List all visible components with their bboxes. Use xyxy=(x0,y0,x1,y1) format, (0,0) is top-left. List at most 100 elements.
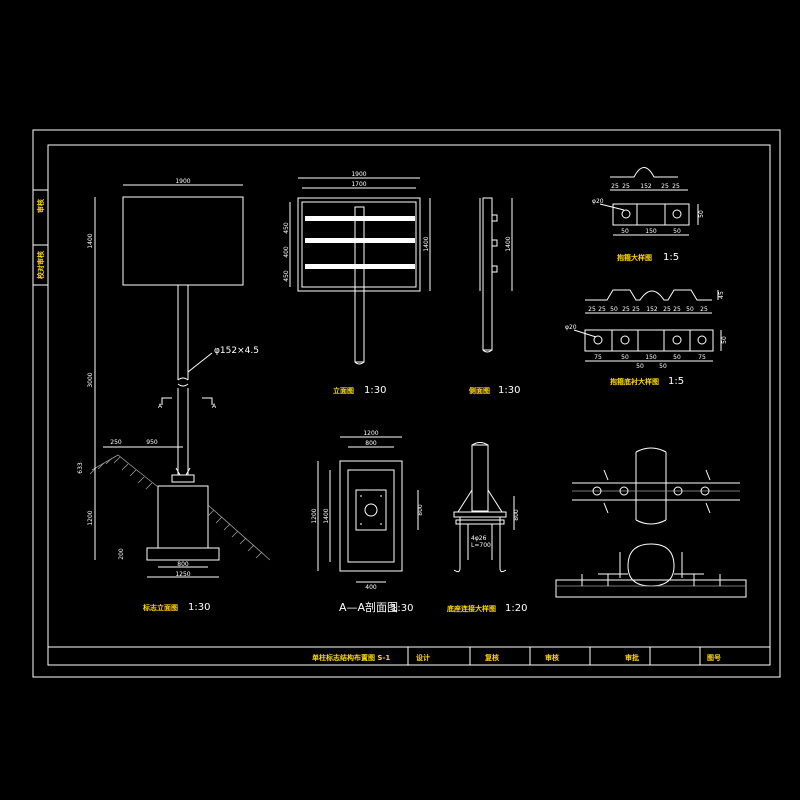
dim-len: L=700 xyxy=(471,542,491,549)
clamp2-dims-bottom: 75 50 50 150 50 50 75 xyxy=(594,354,706,370)
foundation xyxy=(157,485,209,549)
clamp1-scale: 1:5 xyxy=(663,252,679,263)
clamp2-title: 抱箍底衬大样图 xyxy=(610,377,659,386)
dim-side-h: 1400 xyxy=(505,236,512,251)
inner-frame xyxy=(47,144,771,666)
section-mark-right: A xyxy=(212,403,217,410)
side-post xyxy=(482,197,493,351)
view1-title: 标志立面图 xyxy=(142,603,178,612)
clamp1-dim-bot-0: 50 xyxy=(621,228,629,235)
dim-height: 1400 xyxy=(423,236,430,251)
clamp1-plate xyxy=(612,203,690,226)
clamp2-dim-bot-3: 150 xyxy=(645,354,657,361)
clamp2-dim-top-8: 50 xyxy=(686,306,694,313)
dim-detail-h: 800 xyxy=(513,509,520,521)
foundation-base xyxy=(146,547,220,561)
assembly-bolt-4 xyxy=(700,486,710,496)
clamp2-hole-2 xyxy=(620,335,630,345)
tb-cell-drawing-no: 图号 xyxy=(707,653,721,662)
dim-gap2: 400 xyxy=(283,246,290,258)
assembly-break-left xyxy=(603,469,609,514)
dim-bolt: 4φ26 xyxy=(471,535,487,542)
view5-scale: 1:20 xyxy=(505,603,527,614)
clamp2-dim-top-5: 152 xyxy=(646,306,658,313)
view2-scale: 1:30 xyxy=(364,385,386,396)
clamp1-hole-2 xyxy=(672,209,682,219)
section-mark-left: A xyxy=(158,403,163,410)
dim-offset2: 950 xyxy=(146,439,158,446)
clamp-section-bolts xyxy=(581,574,721,586)
rail-1 xyxy=(305,216,415,221)
base-plate-plan xyxy=(355,489,387,531)
clamp2-dim-bot-5: 50 xyxy=(673,354,681,361)
clamp2-dim-side: 50 xyxy=(721,336,728,344)
outer-frame xyxy=(32,129,781,678)
clamp2-dim-top-3: 25 xyxy=(622,306,630,313)
view5-title: 底座连接大样图 xyxy=(447,604,496,613)
clamp2-dim-top-6: 25 xyxy=(663,306,671,313)
clamp1-title: 抱箍大样图 xyxy=(617,253,652,262)
dim-offset1: 250 xyxy=(110,439,122,446)
clamp2-dim-top-9: 25 xyxy=(700,306,708,313)
detail-post xyxy=(471,444,489,512)
clamp-section-arms xyxy=(598,552,704,578)
view4-title: A—A剖面图 xyxy=(339,600,398,614)
clamp2-hole-3 xyxy=(672,335,682,345)
detail-plate xyxy=(453,511,507,518)
side-label-top: 审核 xyxy=(36,199,45,213)
clamp1-dim-top-4: 25 xyxy=(672,183,680,190)
side-post-break xyxy=(482,349,493,353)
tb-cell-review: 复核 xyxy=(484,653,499,662)
dim-left2: 1400 xyxy=(323,508,330,523)
found-plan-outer xyxy=(339,460,403,572)
dim-left1: 1200 xyxy=(311,508,318,523)
clamp1-dims-bottom: 50 150 50 xyxy=(621,228,681,235)
sign-panel xyxy=(122,196,244,286)
drawing-title: 单柱标志结构布置图 S-1 xyxy=(312,653,390,662)
clamp1-dim-bot-2: 50 xyxy=(673,228,681,235)
clamp1-dim-side: 50 xyxy=(698,210,705,218)
view-clamp-2: 45 25 25 50 25 25 152 25 25 50 25 φ20 50… xyxy=(565,289,728,387)
front-post xyxy=(354,206,365,363)
dim-post-h: 3000 xyxy=(87,372,94,387)
clamp2-dim-top-h: 45 xyxy=(718,291,725,299)
front-post-break xyxy=(354,361,365,365)
dim-inner: 1700 xyxy=(351,181,366,188)
sign-inner xyxy=(301,201,417,288)
clamp2-dim-top-2: 50 xyxy=(610,306,618,313)
view1-scale: 1:30 xyxy=(188,602,210,613)
clamp2-scale: 1:5 xyxy=(668,376,684,387)
clamp1-dim-top-1: 25 xyxy=(622,183,630,190)
clamp2-hole-4 xyxy=(697,335,707,345)
rail-3 xyxy=(305,264,415,269)
detail-post-break xyxy=(471,442,489,446)
assembly-bolts xyxy=(592,486,710,496)
view4-scale: 1:30 xyxy=(391,603,413,614)
clamp2-dim-hole: φ20 xyxy=(565,324,577,331)
clamp-section-ring xyxy=(627,543,675,587)
clamp2-dim-top-7: 25 xyxy=(673,306,681,313)
slope-left-hatch xyxy=(89,456,153,490)
tb-cell-check: 审核 xyxy=(545,653,559,662)
detail-plate-2 xyxy=(455,519,505,525)
found-plan-inner xyxy=(347,469,395,563)
view-clamp-1: 25 25 152 25 25 φ20 50 50 150 50 抱箍大样图 1… xyxy=(592,167,705,263)
dim-bottom: 400 xyxy=(365,584,377,591)
clamp1-dim-top-2: 152 xyxy=(640,183,652,190)
assembly-post xyxy=(635,447,667,525)
dim-right: 800 xyxy=(417,504,424,516)
tb-cell-approve: 审批 xyxy=(625,653,639,662)
view-front: 1900 1700 1400 450 400 450 立面图 1:30 xyxy=(283,171,431,396)
clamp2-dim-bot-0: 75 xyxy=(594,354,602,361)
side-label-bottom: 校对审核 xyxy=(36,251,45,279)
pipe-leader xyxy=(187,352,213,373)
clamp2-dim-bot-4: 50 xyxy=(659,363,667,370)
pipe-label: φ152×4.5 xyxy=(214,346,259,356)
post-base-plate xyxy=(171,467,195,483)
view3-title: 侧面图 xyxy=(469,386,490,395)
view2-title: 立面图 xyxy=(333,386,354,395)
clamp1-dims-top: 25 25 152 25 25 xyxy=(611,183,680,190)
assembly-bolt-1 xyxy=(592,486,602,496)
dim-top1: 1200 xyxy=(363,430,378,437)
